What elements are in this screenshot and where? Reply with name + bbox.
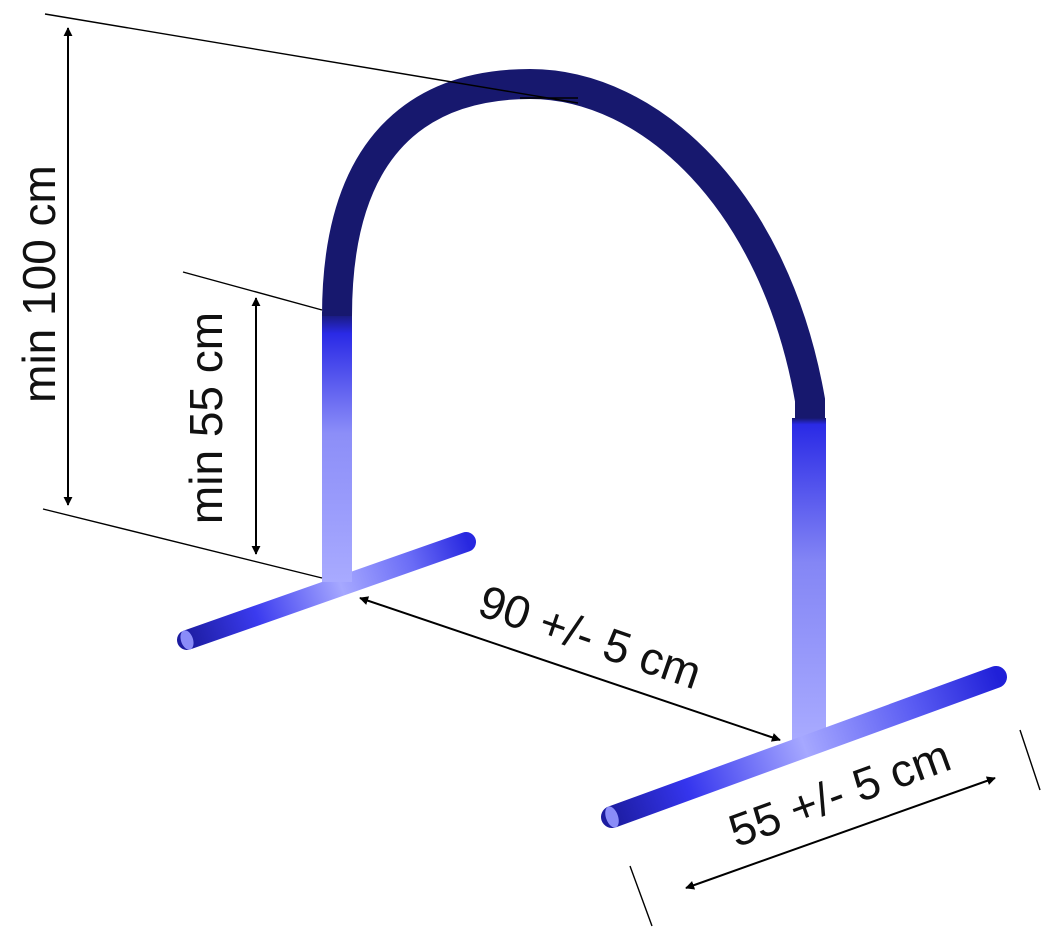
total-height-label: min 100 cm [13, 165, 65, 403]
bike-rack [177, 68, 1007, 828]
right-foot-end-cap [605, 806, 619, 828]
left-leg [322, 312, 352, 582]
left-foot [177, 532, 476, 650]
foot-length-label: 55 +/- 5 cm [722, 729, 957, 857]
leg-height-label: min 55 cm [180, 312, 232, 524]
arch [322, 68, 825, 420]
top-extension-line [44, 13, 579, 104]
foot-start-tick [629, 865, 653, 927]
base-extension-line [42, 508, 323, 579]
right-leg [792, 418, 826, 740]
right-foot [601, 666, 1007, 828]
foot-end-tick [1019, 729, 1041, 791]
extension-lines [42, 13, 1041, 927]
dimension-lines [63, 27, 996, 890]
leg-top-extension-line [182, 271, 323, 311]
width-dimension-line [359, 596, 781, 742]
left-foot-end-cap [180, 630, 194, 650]
foot-length-dimension-line [685, 776, 996, 890]
width-between-legs-label: 90 +/- 5 cm [472, 575, 708, 699]
